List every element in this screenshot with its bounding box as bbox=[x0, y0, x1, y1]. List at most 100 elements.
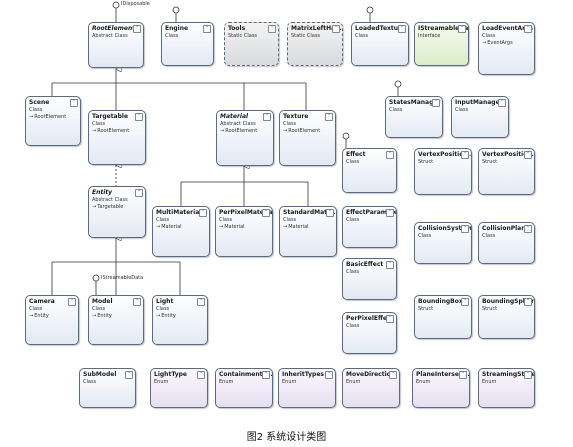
expand-chevron-icon[interactable]: ˅ bbox=[325, 371, 333, 379]
idisposable-circle bbox=[112, 1, 120, 9]
expand-chevron-icon[interactable]: ˅ bbox=[461, 298, 469, 306]
expand-chevron-icon[interactable]: ˅ bbox=[197, 298, 205, 306]
class-name: VertexPosition... bbox=[482, 151, 535, 158]
expand-chevron-icon[interactable]: ˅ bbox=[133, 25, 141, 33]
expand-chevron-icon[interactable]: ˅ bbox=[432, 99, 440, 107]
expand-chevron-icon[interactable]: ˅ bbox=[459, 371, 467, 379]
expand-chevron-icon[interactable]: ˅ bbox=[326, 209, 334, 217]
expand-chevron-icon[interactable]: ˅ bbox=[199, 209, 207, 217]
expand-chevron-icon[interactable]: ˅ bbox=[389, 371, 397, 379]
class-kind: Class bbox=[482, 233, 496, 239]
class-kind: Enum bbox=[416, 379, 431, 385]
expand-chevron-icon[interactable]: ˅ bbox=[461, 151, 469, 159]
expand-chevron-icon[interactable]: ˅ bbox=[268, 25, 276, 33]
expand-chevron-icon[interactable]: ˅ bbox=[125, 371, 133, 379]
expand-chevron-icon[interactable]: ˅ bbox=[386, 209, 394, 217]
inherit-arrow-icon: → bbox=[283, 128, 288, 134]
class-name: Model bbox=[92, 298, 113, 305]
base-class: →Material bbox=[156, 224, 206, 231]
expand-chevron-icon[interactable]: ˅ bbox=[135, 113, 143, 121]
expand-chevron-icon[interactable]: ˅ bbox=[524, 225, 532, 233]
inherit-arrow-icon: → bbox=[283, 224, 288, 230]
expand-chevron-icon[interactable]: ˅ bbox=[262, 209, 270, 217]
inherit-arrow-icon: → bbox=[92, 204, 97, 210]
class-name: Texture bbox=[283, 113, 309, 120]
class-kind: Static Class bbox=[291, 33, 321, 39]
expand-chevron-icon[interactable]: ˅ bbox=[461, 225, 469, 233]
class-node-standardmater[interactable]: StandardMater...Class→Material˅ bbox=[279, 206, 337, 257]
class-name: LightType bbox=[154, 371, 187, 378]
expand-chevron-icon[interactable]: ˅ bbox=[524, 371, 532, 379]
class-kind: Class bbox=[29, 306, 43, 312]
expand-chevron-icon[interactable]: ˅ bbox=[325, 113, 333, 121]
expand-chevron-icon[interactable]: ˅ bbox=[386, 151, 394, 159]
expand-chevron-icon[interactable]: ˅ bbox=[458, 25, 466, 33]
class-name: RootElement bbox=[92, 25, 136, 32]
inherit-arrow-icon: → bbox=[29, 114, 34, 120]
expand-chevron-icon[interactable]: ˅ bbox=[398, 25, 406, 33]
class-kind: Interface bbox=[418, 33, 441, 39]
expand-chevron-icon[interactable]: ˅ bbox=[332, 25, 340, 33]
expand-chevron-icon[interactable]: ˅ bbox=[386, 315, 394, 323]
inherit-arrow-icon: → bbox=[29, 313, 34, 319]
base-class-name: Material bbox=[224, 224, 245, 230]
expand-chevron-icon[interactable]: ˅ bbox=[386, 261, 394, 269]
class-node-containmentt[interactable]: ContainmentT...Enum˅ bbox=[215, 368, 273, 408]
expand-chevron-icon[interactable]: ˅ bbox=[262, 371, 270, 379]
expand-chevron-icon[interactable]: ˅ bbox=[263, 113, 271, 121]
expand-chevron-icon[interactable]: ˅ bbox=[203, 25, 211, 33]
class-node-matrixlefthan[interactable]: MatrixLeftHan...Static Class˅ bbox=[287, 22, 343, 66]
expand-chevron-icon[interactable]: ˅ bbox=[68, 298, 76, 306]
expand-chevron-icon[interactable]: ˅ bbox=[498, 99, 506, 107]
class-node-vertexposition2[interactable]: VertexPosition...Struct˅ bbox=[478, 148, 535, 195]
class-kind: Class bbox=[219, 217, 233, 223]
class-kind: Class bbox=[346, 323, 360, 329]
class-node-vertexposition1[interactable]: VertexPosition...Struct˅ bbox=[414, 148, 472, 195]
expand-chevron-icon[interactable]: ˅ bbox=[135, 189, 143, 197]
expand-chevron-icon[interactable]: ˅ bbox=[70, 99, 78, 107]
class-name: BoundingSphere bbox=[482, 298, 535, 305]
class-node-planeintersecti[interactable]: PlaneIntersecti...Enum˅ bbox=[412, 368, 470, 408]
expand-chevron-icon[interactable]: ˅ bbox=[524, 25, 532, 33]
class-name: StatesManager bbox=[389, 99, 441, 106]
base-class-name: RootElement bbox=[225, 128, 258, 134]
base-class: →Entity bbox=[92, 313, 140, 320]
expand-chevron-icon[interactable]: ˅ bbox=[197, 371, 205, 379]
expand-chevron-icon[interactable]: ˅ bbox=[524, 298, 532, 306]
class-name: SubModel bbox=[83, 371, 117, 378]
expand-chevron-icon[interactable]: ˅ bbox=[133, 298, 141, 306]
expand-chevron-icon[interactable]: ˅ bbox=[524, 151, 532, 159]
class-node-istreamabledata[interactable]: IStreamableDataInterface˅ bbox=[414, 22, 469, 66]
class-name: VertexPosition... bbox=[418, 151, 472, 158]
